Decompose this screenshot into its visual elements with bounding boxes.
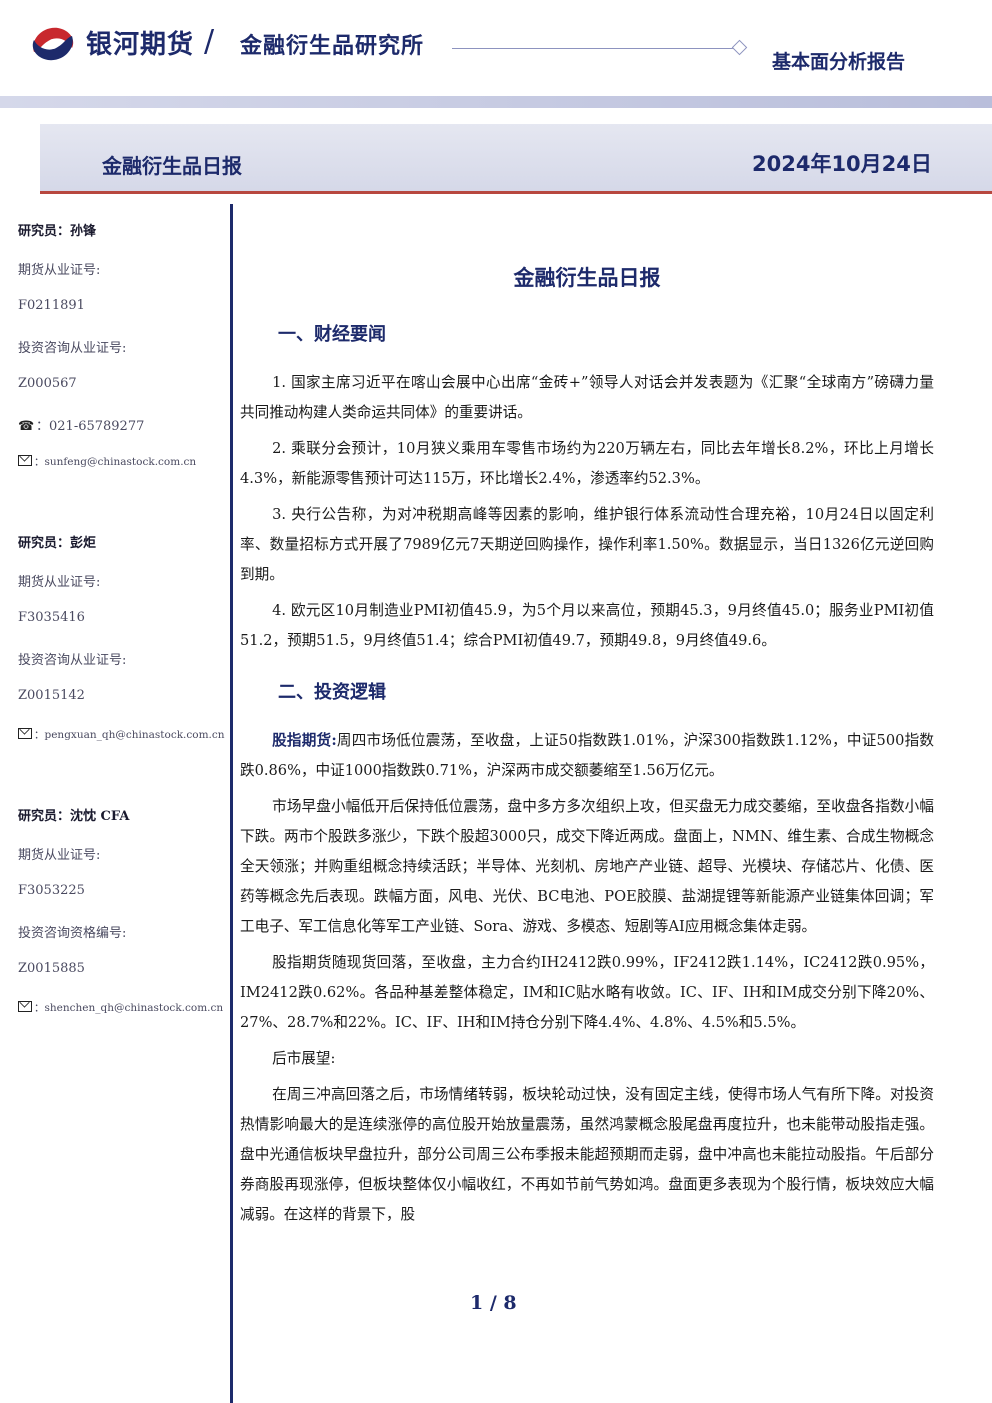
phone-number: ：021-65789277 [36,419,145,434]
invest-cert-label: 投资咨询从业证号: [18,341,127,356]
email-link[interactable]: ：pengxuan_qh@chinastock.com.cn [34,729,225,741]
diamond-icon [731,39,748,56]
futures-cert-label: 期货从业证号: [18,575,101,590]
invest-cert-label: 投资咨询从业证号: [18,653,127,668]
page-number: 1 / 8 [470,1292,517,1314]
document-title: 金融衍生品日报 [513,266,661,290]
futures-cert-value: F3035416 [18,610,85,625]
researcher-sidebar: 研究员：孙锋 期货从业证号: F0211891 投资咨询从业证号: Z00056… [18,220,228,1039]
email-link[interactable]: ：shenchen_qh@chinastock.com.cn [34,1002,224,1014]
index-futures-summary: 股指期货:周四市场低位震荡，至收盘，上证50指数跌1.01%，沪深300指数跌1… [240,726,934,786]
futures-cert-label: 期货从业证号: [18,263,101,278]
news-item: 4. 欧元区10月制造业PMI初值45.9，为5个月以来高位，预期45.3，9月… [240,602,934,649]
report-date: 2024年10月24日 [752,152,932,176]
news-item: 3. 央行公告称，为对冲税期高峰等因素的影响，维护银行体系流动性合理充裕，10月… [240,506,934,583]
header-divider: / [204,24,215,59]
galaxy-logo-icon [32,27,74,61]
outlook-label: 后市展望: [272,1050,336,1067]
researcher-name: 研究员：彭炬 [18,536,97,551]
email-row: ：shenchen_qh@chinastock.com.cn [18,1000,228,1039]
sidebar-divider [230,204,233,1403]
title-banner [40,124,992,192]
futures-cert-value: F3053225 [18,883,85,898]
header-deco-line [452,48,734,49]
invest-cert-value: Z000567 [18,376,77,391]
email-link[interactable]: ：sunfeng@chinastock.com.cn [34,456,197,468]
futures-review-paragraph: 股指期货随现货回落，至收盘，主力合约IH2412跌0.99%，IF2412跌1.… [240,954,934,1031]
section-heading-news: 一、财经要闻 [278,324,386,345]
outlook-paragraph: 在周三冲高回落之后，市场情绪转弱，板块轮动过快，没有固定主线，使得市场人气有所下… [240,1086,934,1223]
mail-icon [18,455,32,466]
phone-icon: ☎ [18,419,35,434]
company-name: 银河期货 [86,30,195,60]
invest-cert-value: Z0015142 [18,688,85,703]
report-type: 基本面分析报告 [772,51,906,73]
lead-text: 周四市场低位震荡，至收盘，上证50指数跌1.01%，沪深300指数跌1.12%，… [240,732,934,779]
mail-icon [18,1001,32,1012]
institute-name: 金融衍生品研究所 [240,34,425,59]
banner-underline [40,191,992,194]
futures-cert-label: 期货从业证号: [18,848,101,863]
header-band [0,96,992,108]
email-row: ：pengxuan_qh@chinastock.com.cn [18,727,228,766]
news-item: 1. 国家主席习近平在喀山会展中心出席“金砖+”领导人对话会并发表题为《汇聚“全… [240,374,934,421]
mail-icon [18,728,32,739]
invest-cert-value: Z0015885 [18,961,85,976]
futures-cert-value: F0211891 [18,298,85,313]
banner-title: 金融衍生品日报 [102,154,242,178]
news-item: 2. 乘联分会预计，10月狭义乘用车零售市场约为220万辆左右，同比去年增长8.… [240,440,934,487]
report-body: 金融衍生品日报 一、财经要闻 1. 国家主席习近平在喀山会展中心出席“金砖+”领… [240,262,934,1236]
invest-cert-label: 投资咨询资格编号: [18,926,127,941]
lead-label: 股指期货: [272,732,337,749]
section-heading-logic: 二、投资逻辑 [278,682,386,703]
researcher-name: 研究员：沈忱 CFA [18,809,130,824]
market-review-paragraph: 市场早盘小幅低开后保持低位震荡，盘中多方多次组织上攻，但买盘无力成交萎缩，至收盘… [240,798,934,935]
researcher-name: 研究员：孙锋 [18,224,97,239]
phone-row: ☎：021-65789277 [18,415,228,454]
email-row: ：sunfeng@chinastock.com.cn [18,454,228,493]
